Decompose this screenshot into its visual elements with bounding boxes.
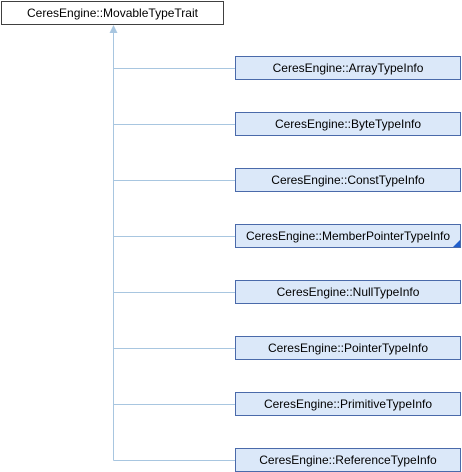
derived-class-primitive-type-info[interactable]: CeresEngine::PrimitiveTypeInfo bbox=[235, 392, 461, 416]
derived-class-label: CeresEngine::ReferenceTypeInfo bbox=[259, 453, 437, 467]
inheritance-arrowhead bbox=[109, 25, 118, 33]
derived-class-array-type-info[interactable]: CeresEngine::ArrayTypeInfo bbox=[235, 56, 461, 80]
derived-class-label: CeresEngine::PointerTypeInfo bbox=[267, 341, 429, 355]
base-class-label: CeresEngine::MovableTypeTrait bbox=[27, 6, 198, 20]
derived-class-label: CeresEngine::ConstTypeInfo bbox=[271, 173, 425, 187]
base-class-node[interactable]: CeresEngine::MovableTypeTrait bbox=[1, 1, 224, 25]
derived-class-byte-type-info[interactable]: CeresEngine::ByteTypeInfo bbox=[235, 112, 461, 136]
derived-class-null-type-info[interactable]: CeresEngine::NullTypeInfo bbox=[235, 280, 461, 304]
derived-class-member-pointer-type-info[interactable]: CeresEngine::MemberPointerTypeInfo bbox=[235, 224, 461, 248]
derived-class-pointer-type-info[interactable]: CeresEngine::PointerTypeInfo bbox=[235, 336, 461, 360]
derived-class-reference-type-info[interactable]: CeresEngine::ReferenceTypeInfo bbox=[235, 448, 461, 472]
more-subclasses-marker bbox=[453, 240, 460, 247]
derived-class-label: CeresEngine::ArrayTypeInfo bbox=[272, 61, 424, 75]
derived-class-label: CeresEngine::PrimitiveTypeInfo bbox=[263, 397, 433, 411]
derived-class-label: CeresEngine::NullTypeInfo bbox=[276, 285, 420, 299]
derived-class-const-type-info[interactable]: CeresEngine::ConstTypeInfo bbox=[235, 168, 461, 192]
derived-class-label: CeresEngine::ByteTypeInfo bbox=[274, 117, 422, 131]
derived-class-label: CeresEngine::MemberPointerTypeInfo bbox=[245, 229, 451, 243]
